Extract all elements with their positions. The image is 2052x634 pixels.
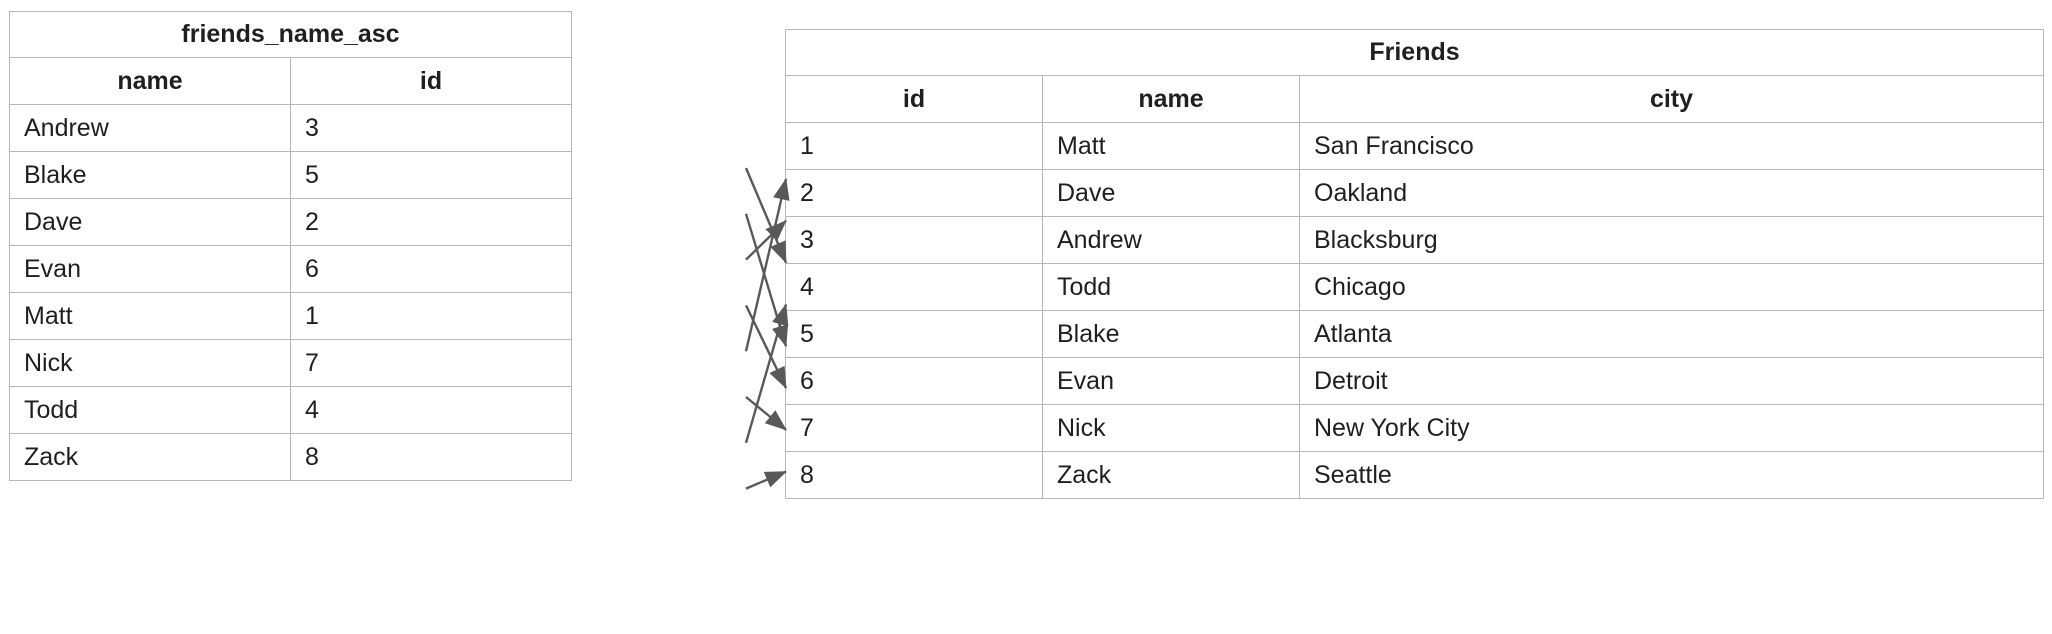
table-row: 3 Andrew Blacksburg	[785, 216, 2044, 264]
connection-arrow-matt-to-id-1	[744, 178, 790, 352]
right-cell-id: 6	[785, 357, 1043, 405]
connection-arrow-dave-to-id-2	[745, 219, 787, 261]
right-cell-city: Blacksburg	[1299, 216, 2044, 264]
left-table-title: friends_name_asc	[9, 11, 572, 58]
left-column-header-name: name	[9, 57, 291, 105]
left-cell-id: 6	[290, 245, 572, 293]
right-column-header-id: id	[785, 75, 1043, 123]
table-row: 5 Blake Atlanta	[785, 310, 2044, 358]
table-row: Blake 5	[9, 151, 572, 199]
connection-arrow-todd-to-id-4	[744, 303, 789, 444]
right-cell-city: Seattle	[1299, 451, 2044, 499]
left-cell-id: 8	[290, 433, 572, 481]
right-cell-city: Atlanta	[1299, 310, 2044, 358]
table-row: 7 Nick New York City	[785, 404, 2044, 452]
table-row: Matt 1	[9, 292, 572, 340]
connection-arrow-blake-to-id-5	[744, 213, 789, 348]
left-cell-name: Nick	[9, 339, 291, 387]
table-row: 2 Dave Oakland	[785, 169, 2044, 217]
table-row: 8 Zack Seattle	[785, 451, 2044, 499]
left-cell-name: Matt	[9, 292, 291, 340]
right-cell-id: 7	[785, 404, 1043, 452]
right-table-title-row: Friends	[785, 29, 2044, 76]
left-cell-name: Todd	[9, 386, 291, 434]
right-column-header-city: city	[1299, 75, 2044, 123]
right-cell-name: Todd	[1042, 263, 1300, 311]
left-cell-name: Zack	[9, 433, 291, 481]
left-table-header-row: name id	[9, 57, 572, 105]
connection-arrow-zack-to-id-8	[745, 470, 787, 490]
connection-arrow-evan-to-id-6	[744, 304, 788, 389]
left-cell-name: Dave	[9, 198, 291, 246]
right-cell-city: Detroit	[1299, 357, 2044, 405]
right-cell-id: 4	[785, 263, 1043, 311]
left-cell-id: 3	[290, 104, 572, 152]
table-row: Nick 7	[9, 339, 572, 387]
table-row: Todd 4	[9, 386, 572, 434]
left-table-title-row: friends_name_asc	[9, 11, 572, 58]
right-cell-name: Nick	[1042, 404, 1300, 452]
table-row: 4 Todd Chicago	[785, 263, 2044, 311]
right-column-header-name: name	[1042, 75, 1300, 123]
right-cell-city: New York City	[1299, 404, 2044, 452]
left-cell-id: 1	[290, 292, 572, 340]
right-cell-city: Chicago	[1299, 263, 2044, 311]
left-cell-id: 5	[290, 151, 572, 199]
arrow-lines-group	[744, 167, 790, 490]
left-cell-name: Andrew	[9, 104, 291, 152]
connection-arrow-nick-to-id-7	[745, 396, 787, 431]
right-cell-city: Oakland	[1299, 169, 2044, 217]
right-cell-id: 3	[785, 216, 1043, 264]
table-row: 1 Matt San Francisco	[785, 122, 2044, 170]
table-row: Evan 6	[9, 245, 572, 293]
right-cell-id: 5	[785, 310, 1043, 358]
right-cell-name: Zack	[1042, 451, 1300, 499]
right-cell-name: Evan	[1042, 357, 1300, 405]
left-cell-name: Evan	[9, 245, 291, 293]
left-cell-id: 4	[290, 386, 572, 434]
right-cell-id: 8	[785, 451, 1043, 499]
table-row: 6 Evan Detroit	[785, 357, 2044, 405]
right-cell-name: Andrew	[1042, 216, 1300, 264]
left-cell-name: Blake	[9, 151, 291, 199]
right-cell-id: 1	[785, 122, 1043, 170]
right-cell-id: 2	[785, 169, 1043, 217]
connection-arrow-andrew-to-id-3	[744, 167, 788, 264]
right-cell-name: Matt	[1042, 122, 1300, 170]
left-cell-id: 7	[290, 339, 572, 387]
right-cell-name: Dave	[1042, 169, 1300, 217]
right-table-body: 1 Matt San Francisco 2 Dave Oakland 3 An…	[785, 122, 2044, 499]
left-table-body: Andrew 3 Blake 5 Dave 2 Evan 6 Matt 1 Ni…	[9, 104, 572, 481]
left-column-header-id: id	[290, 57, 572, 105]
right-table-friends: Friends id name city 1 Matt San Francisc…	[785, 29, 2044, 499]
left-cell-id: 2	[290, 198, 572, 246]
right-cell-name: Blake	[1042, 310, 1300, 358]
table-row: Zack 8	[9, 433, 572, 481]
table-row: Dave 2	[9, 198, 572, 246]
left-table-friends-name-asc: friends_name_asc name id Andrew 3 Blake …	[9, 11, 572, 481]
right-table-header-row: id name city	[785, 75, 2044, 123]
table-row: Andrew 3	[9, 104, 572, 152]
right-cell-city: San Francisco	[1299, 122, 2044, 170]
right-table-title: Friends	[785, 29, 2044, 76]
